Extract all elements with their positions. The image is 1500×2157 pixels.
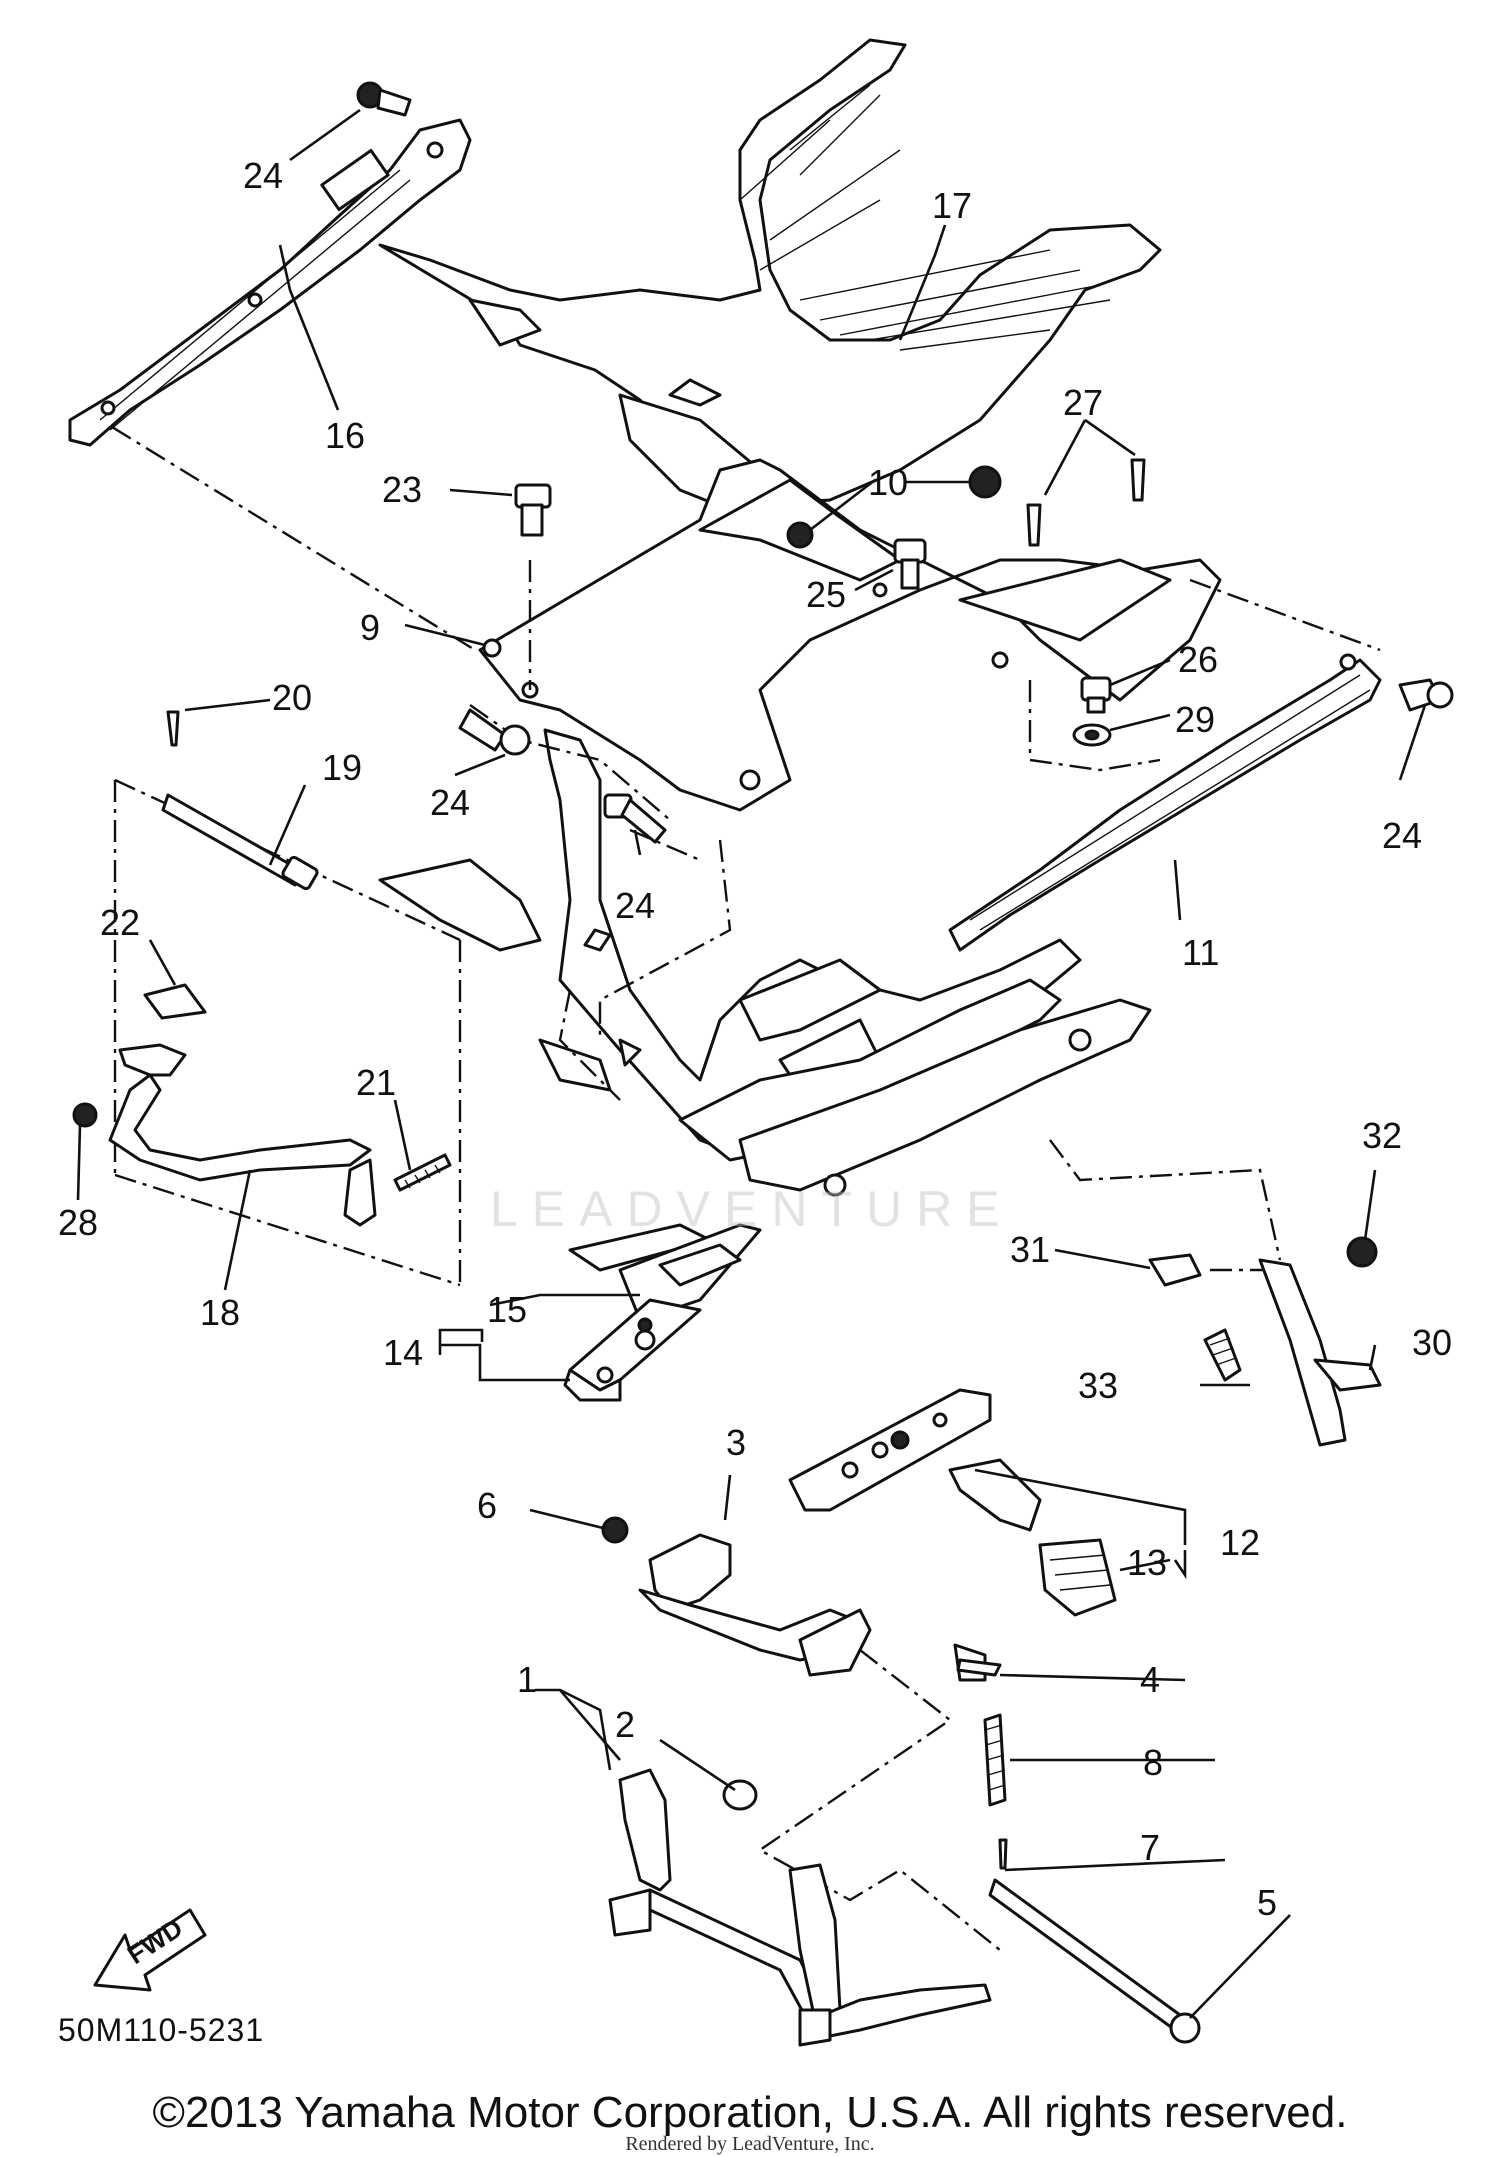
part-label-24: 24 — [243, 155, 283, 196]
forward-arrow-indicator: FWD — [93, 1908, 207, 1992]
part-number-labels: 24 17 16 27 23 10 25 9 26 20 29 19 24 24… — [58, 155, 1452, 1923]
part-label-15: 15 — [487, 1289, 527, 1330]
part-label-24: 24 — [615, 885, 655, 926]
side-stand-30 — [1148, 1236, 1382, 1447]
part-label-2: 2 — [615, 1704, 635, 1745]
part-label-21: 21 — [356, 1062, 396, 1103]
copyright-notice: ©2013 Yamaha Motor Corporation, U.S.A. A… — [152, 2088, 1348, 2137]
part-label-16: 16 — [325, 415, 365, 456]
part-label-11: 11 — [1182, 932, 1219, 973]
side-rail-11 — [948, 653, 1382, 952]
assembly-guide-lines — [111, 425, 1381, 1951]
diagram-code: 50M110-5231 — [58, 2012, 265, 2048]
part-label-12: 12 — [1220, 1522, 1260, 1563]
part-label-13: 13 — [1127, 1542, 1167, 1583]
fasteners-upper — [143, 81, 1454, 1020]
part-label-33: 33 — [1078, 1365, 1118, 1406]
part-label-19: 19 — [322, 747, 362, 788]
part-label-24: 24 — [1382, 815, 1422, 856]
main-frame — [378, 728, 1152, 1197]
part-label-23: 23 — [382, 469, 422, 510]
leader-lines — [76, 108, 1427, 2019]
part-label-31: 31 — [1010, 1229, 1050, 1270]
part-label-10: 10 — [868, 462, 908, 503]
part-label-17: 17 — [932, 185, 972, 226]
part-label-3: 3 — [726, 1422, 746, 1463]
part-label-28: 28 — [58, 1202, 98, 1243]
footrest-14-15 — [563, 1223, 762, 1402]
part-label-9: 9 — [360, 607, 380, 648]
part-label-7: 7 — [1140, 1827, 1160, 1868]
part-label-5: 5 — [1257, 1882, 1277, 1923]
brake-pedal-18 — [72, 1043, 452, 1227]
part-label-29: 29 — [1175, 699, 1215, 740]
part-label-32: 32 — [1362, 1115, 1402, 1156]
part-label-20: 20 — [272, 677, 312, 718]
part-label-26: 26 — [1178, 639, 1218, 680]
footrest-12-13 — [788, 1388, 1117, 1617]
part-label-24: 24 — [430, 782, 470, 823]
part-label-27: 27 — [1063, 382, 1103, 423]
part-label-22: 22 — [100, 902, 140, 943]
part-label-14: 14 — [383, 1332, 423, 1373]
leadventure-watermark: LEADVENTURE — [490, 1181, 1014, 1237]
rendered-by-credit: Rendered by LeadVenture, Inc. — [625, 2133, 875, 2155]
part-label-6: 6 — [477, 1485, 497, 1526]
part-label-25: 25 — [806, 574, 846, 615]
stand-bracket-3 — [601, 1516, 1007, 1807]
side-rail-16 — [68, 118, 472, 447]
part-label-18: 18 — [200, 1292, 240, 1333]
part-label-1: 1 — [517, 1659, 537, 1700]
part-label-8: 8 — [1143, 1742, 1163, 1783]
floor-cover-17 — [378, 38, 1162, 512]
part-label-4: 4 — [1140, 1659, 1160, 1700]
part-label-30: 30 — [1412, 1322, 1452, 1363]
center-stand-1 — [608, 1768, 1201, 2047]
